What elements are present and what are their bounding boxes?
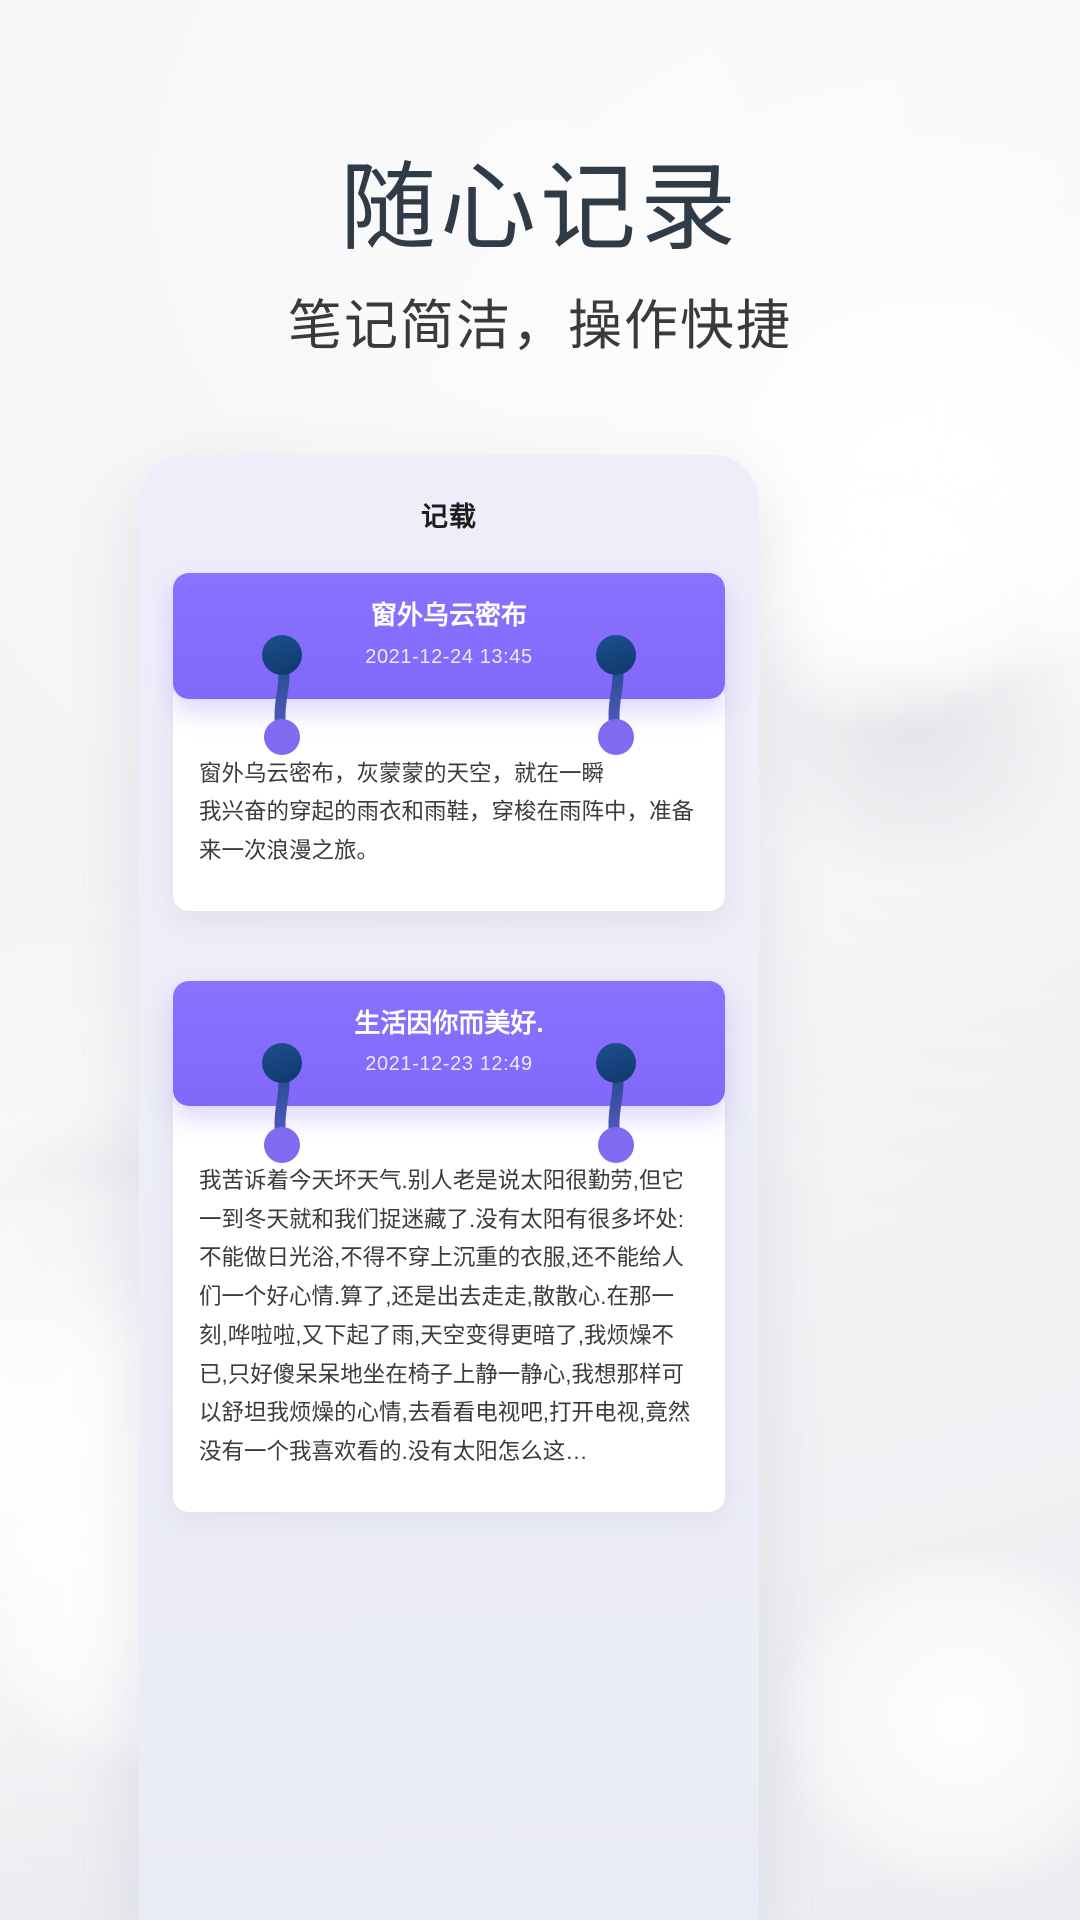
cloud-decoration <box>760 1560 1080 1880</box>
page-title: 随心记录 <box>340 155 740 262</box>
note-text: 窗外乌云密布，灰蒙蒙的天空，就在一瞬 我兴奋的穿起的雨衣和雨鞋，穿梭在雨阵中，准… <box>199 760 695 863</box>
note-card[interactable]: 窗外乌云密布 2021-12-24 13:45 <box>173 573 725 911</box>
page-subtitle: 笔记简洁，操作快捷 <box>288 296 792 357</box>
note-text: 我苦诉着今天坏天气.别人老是说太阳很勤劳,但它一到冬天就和我们捉迷藏了.没有太阳… <box>199 1168 691 1464</box>
note-card[interactable]: 生活因你而美好. 2021-12-23 12:49 <box>173 980 725 1512</box>
note-title: 窗外乌云密布 <box>370 600 527 630</box>
note-header[interactable]: 窗外乌云密布 2021-12-24 13:45 <box>173 573 725 699</box>
app-header-title: 记载 <box>421 501 477 532</box>
note-timestamp: 2021-12-23 12:49 <box>365 1053 533 1076</box>
note-title: 生活因你而美好. <box>354 1007 544 1038</box>
note-list: 窗外乌云密布 2021-12-24 13:45 <box>139 573 759 1512</box>
note-body[interactable]: 我苦诉着今天坏天气.别人老是说太阳很勤劳,但它一到冬天就和我们捉迷藏了.没有太阳… <box>173 1088 725 1512</box>
app-header: 记载 <box>139 455 759 573</box>
note-timestamp: 2021-12-24 13:45 <box>365 645 533 668</box>
note-header[interactable]: 生活因你而美好. 2021-12-23 12:49 <box>173 980 725 1107</box>
phone-mockup: 记载 窗外乌云密布 2021-12-24 13:45 <box>139 455 759 1920</box>
hero-section: 随心记录 笔记简洁，操作快捷 <box>0 0 1080 361</box>
note-body[interactable]: 窗外乌云密布，灰蒙蒙的天空，就在一瞬 我兴奋的穿起的雨衣和雨鞋，穿梭在雨阵中，准… <box>173 680 725 911</box>
cloud-decoration <box>720 470 1050 720</box>
